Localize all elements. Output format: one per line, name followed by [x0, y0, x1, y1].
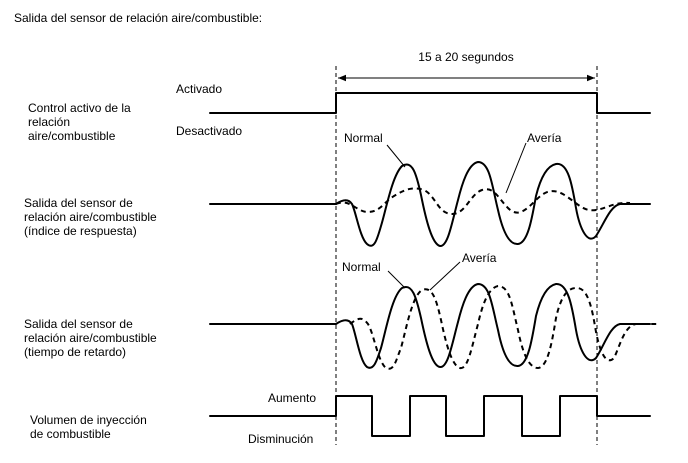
delay-label-line-1: Salida del sensor de [24, 317, 133, 331]
duration-label: 15 a 20 segundos [418, 50, 513, 64]
delay-label-line-2: relación aire/combustible [24, 331, 157, 345]
control-row: Control activo de la relación aire/combu… [28, 82, 651, 143]
delay-normal-wave [209, 283, 651, 369]
response-row: Salida del sensor de relación aire/combu… [24, 131, 651, 247]
response-label-line-1: Salida del sensor de [24, 196, 133, 210]
response-normal-label: Normal [344, 131, 383, 145]
delay-fault-wave [349, 285, 658, 370]
control-state-high-label: Activado [176, 82, 222, 96]
control-label-line-2: relación [28, 115, 70, 129]
delay-normal-label: Normal [342, 260, 381, 274]
injection-label-line-1: Volumen de inyección [30, 413, 147, 427]
response-normal-wave [209, 161, 651, 247]
diagram-title: Salida del sensor de relación aire/combu… [14, 11, 262, 25]
response-fault-label: Avería [527, 131, 562, 145]
injection-state-high-label: Aumento [268, 391, 316, 405]
control-signal-line [209, 92, 651, 114]
delay-fault-label: Avería [462, 251, 497, 265]
response-fault-leader [505, 142, 527, 194]
response-label-line-2: relación aire/combustible [24, 210, 157, 224]
delay-fault-leader [429, 261, 461, 291]
delay-normal-leader [387, 270, 406, 289]
injection-state-low-label: Disminución [248, 432, 313, 446]
injection-row: Volumen de inyección de combustible Aume… [30, 391, 651, 446]
control-label-line-1: Control activo de la [28, 101, 131, 115]
response-fault-wave [335, 187, 631, 215]
control-label-line-3: aire/combustible [28, 129, 116, 143]
response-normal-leader [386, 144, 406, 168]
injection-label-line-2: de combustible [30, 427, 111, 441]
control-state-low-label: Desactivado [176, 124, 242, 138]
injection-signal-line [209, 395, 651, 437]
delay-row: Salida del sensor de relación aire/combu… [24, 251, 658, 370]
response-label-line-3: (índice de respuesta) [24, 224, 137, 238]
delay-label-line-3: (tiempo de retardo) [24, 345, 126, 359]
